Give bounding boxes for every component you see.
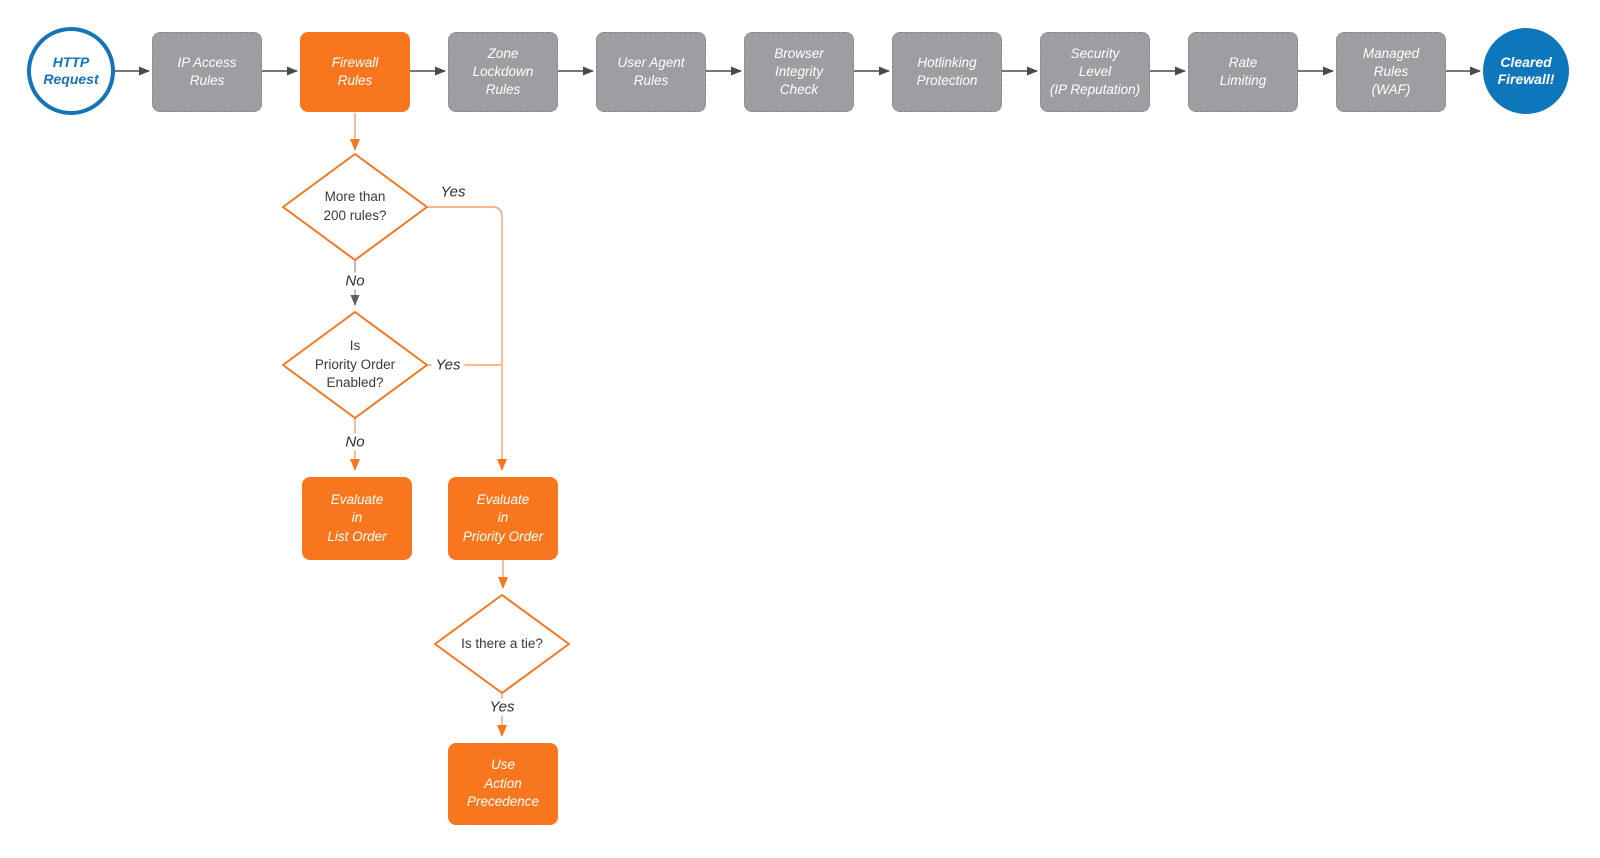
pipeline-step-rate-limiting: Rate Limiting: [1188, 32, 1298, 112]
decision-text-priority-order-enabled: Is Priority Order Enabled?: [314, 338, 396, 391]
step-label: Hotlinking Protection: [916, 55, 978, 88]
pipeline-step-security-level: Security Level (IP Reputation): [1040, 32, 1150, 112]
step-label: Firewall Rules: [331, 55, 379, 88]
pipeline-step-zone-lockdown-rules: Zone Lockdown Rules: [448, 32, 558, 112]
action-label: Use Action Precedence: [466, 757, 540, 810]
step-label: Browser Integrity Check: [774, 46, 824, 97]
decision-text-is-there-a-tie: Is there a tie?: [461, 635, 543, 651]
pipeline-step-browser-integrity-check: Browser Integrity Check: [744, 32, 854, 112]
pipeline-step-firewall-rules: Firewall Rules: [300, 32, 410, 112]
decision-diamond-priority-order-enabled: [282, 311, 428, 419]
edge-label-decision3-yes: Yes: [485, 698, 519, 716]
start-node-label: HTTP Request: [43, 53, 99, 88]
step-label: Security Level (IP Reputation): [1049, 46, 1141, 97]
action-label: Evaluate in List Order: [327, 491, 387, 544]
line-decision1-yes: [427, 206, 507, 471]
decision-diamond-more-than-200-rules: [282, 153, 428, 261]
edge-label-decision1-no: No: [341, 272, 369, 290]
end-node-cleared-firewall: Cleared Firewall!: [1483, 28, 1569, 114]
action-evaluate-in-priority-order: Evaluate in Priority Order: [448, 477, 558, 560]
step-label: Rate Limiting: [1219, 55, 1267, 88]
action-label: Evaluate in Priority Order: [462, 491, 544, 544]
pipeline-step-ip-access-rules: IP Access Rules: [152, 32, 262, 112]
step-label: User Agent Rules: [617, 55, 685, 88]
decision-text-more-than-200-rules: More than 200 rules?: [323, 189, 387, 223]
step-label: Managed Rules (WAF): [1362, 46, 1420, 97]
start-node-http-request: HTTP Request: [27, 27, 115, 115]
pipeline-step-managed-rules-waf: Managed Rules (WAF): [1336, 32, 1446, 112]
action-evaluate-in-list-order: Evaluate in List Order: [302, 477, 412, 560]
edge-label-decision2-yes: Yes: [431, 356, 465, 374]
edge-label-decision1-yes: Yes: [440, 183, 466, 201]
edge-label-decision2-no: No: [341, 433, 369, 451]
pipeline-step-user-agent-rules: User Agent Rules: [596, 32, 706, 112]
pipeline-step-hotlinking-protection: Hotlinking Protection: [892, 32, 1002, 112]
action-use-action-precedence: Use Action Precedence: [448, 743, 558, 825]
end-node-label: Cleared Firewall!: [1497, 53, 1555, 88]
step-label: Zone Lockdown Rules: [472, 46, 534, 97]
step-label: IP Access Rules: [177, 55, 237, 88]
decision-diamond-is-there-a-tie: [434, 594, 570, 694]
